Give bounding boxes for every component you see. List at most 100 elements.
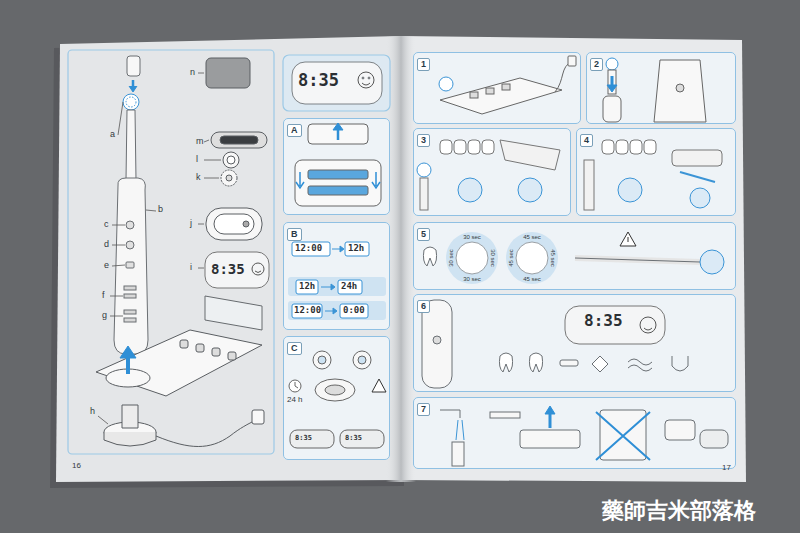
charger-stand-drawing xyxy=(196,344,204,352)
time-setting-drawing xyxy=(333,308,337,314)
time-setting: 12:00 xyxy=(295,243,322,253)
step-panel: 4 xyxy=(576,128,736,216)
part-letter: k xyxy=(196,172,201,182)
step-panel: 1 xyxy=(413,52,581,124)
step-7-drawing xyxy=(665,420,695,440)
top-display xyxy=(358,72,374,88)
booklet-page xyxy=(400,36,746,482)
leader-line xyxy=(198,73,204,74)
panel-fill xyxy=(413,128,571,216)
battery-drawing xyxy=(372,172,380,188)
panel-fill xyxy=(586,52,736,124)
booklet-page xyxy=(56,36,746,482)
brush-head-icons xyxy=(313,351,331,369)
panel-fill xyxy=(413,52,581,124)
leader-line xyxy=(118,102,123,135)
brush-head-icons xyxy=(315,379,355,401)
step-7-drawing xyxy=(440,406,728,466)
display-reading: 8:35 xyxy=(584,312,623,330)
toothbrush-drawing xyxy=(126,262,134,268)
step-2-drawing xyxy=(608,70,616,94)
step-3-drawing xyxy=(500,140,560,170)
timer-label: 45 sec xyxy=(508,249,515,267)
accessory-drawing xyxy=(206,58,267,240)
overview-frame xyxy=(68,50,274,454)
toothbrush-drawing xyxy=(129,86,137,92)
panel-fill xyxy=(413,294,736,392)
toothbrush-drawing xyxy=(114,178,148,354)
brush-head-icons xyxy=(340,430,384,448)
brush-head-icons xyxy=(325,385,345,395)
part-letter: d xyxy=(104,239,109,249)
step-5-drawing xyxy=(506,232,558,284)
panel-fill xyxy=(283,118,390,215)
time-setting: 24h xyxy=(341,281,357,291)
step-number: 7 xyxy=(417,403,430,416)
accessory-drawing xyxy=(243,221,249,227)
step-7-drawing xyxy=(520,430,580,448)
timer-label: 30 sec xyxy=(448,249,455,267)
display-reading: 8:35 xyxy=(298,71,339,91)
top-display xyxy=(362,77,364,79)
step-7-drawing xyxy=(440,410,460,418)
step-panel: 5 xyxy=(413,222,736,290)
part-letter: c xyxy=(104,219,109,229)
leader-line xyxy=(110,296,123,297)
accessory-drawing xyxy=(227,156,235,164)
step-6-drawing xyxy=(529,353,542,372)
step-3-drawing xyxy=(458,178,482,202)
leader-line xyxy=(204,178,219,179)
top-display xyxy=(292,62,382,104)
display-reading: 8:35 xyxy=(345,434,362,442)
step-number: 1 xyxy=(417,58,430,71)
page-number: 17 xyxy=(722,463,731,472)
battery-drawing xyxy=(295,123,381,206)
panel-fill xyxy=(413,222,736,290)
display-reading: 8:35 xyxy=(211,261,245,277)
step-6-drawing xyxy=(499,353,512,372)
part-letter: n xyxy=(190,67,195,77)
part-letter: i xyxy=(190,262,192,272)
step-number: 4 xyxy=(580,134,593,147)
step-number: 2 xyxy=(590,58,603,71)
leader-line xyxy=(204,160,221,161)
charger-stand-drawing xyxy=(120,346,136,358)
charger-stand-drawing xyxy=(96,330,262,396)
top-display xyxy=(362,83,370,85)
step-2-drawing xyxy=(607,85,617,92)
step-3-drawing xyxy=(518,178,542,202)
step-1-drawing xyxy=(470,92,478,98)
step-4-drawing xyxy=(616,140,628,154)
time-setting: 24 h xyxy=(287,395,303,404)
time-setting-drawing xyxy=(340,304,368,318)
leader-line xyxy=(112,265,125,266)
step-7-drawing xyxy=(456,420,464,440)
leader-line xyxy=(204,140,209,142)
leader-line xyxy=(146,210,156,211)
display-i xyxy=(205,252,269,288)
part-letter: f xyxy=(102,290,105,300)
step-4-drawing xyxy=(602,140,614,154)
accessory-drawing xyxy=(214,214,254,234)
step-number: B xyxy=(287,228,302,241)
leader-line xyxy=(198,224,204,225)
toothbrush-drawing xyxy=(124,286,136,290)
brush-head-icons xyxy=(289,380,301,392)
leader-line xyxy=(112,245,125,246)
step-6-drawing xyxy=(592,356,608,372)
step-6-drawing xyxy=(422,300,452,388)
leader-line xyxy=(198,268,204,269)
step-panel: 2 xyxy=(586,52,736,124)
toothbrush-drawing xyxy=(126,97,136,107)
step-6-drawing xyxy=(433,336,441,344)
watermark: 藥師吉米部落格 xyxy=(602,498,756,523)
leader-line xyxy=(98,416,108,424)
time-setting-drawing xyxy=(288,277,386,296)
time-setting-drawing xyxy=(331,284,335,290)
toothbrush-drawing xyxy=(124,318,136,322)
overview-frame xyxy=(68,50,390,454)
timer-label: 45 sec xyxy=(550,249,557,267)
step-4-drawing xyxy=(690,188,710,208)
step-1-drawing xyxy=(440,78,562,114)
